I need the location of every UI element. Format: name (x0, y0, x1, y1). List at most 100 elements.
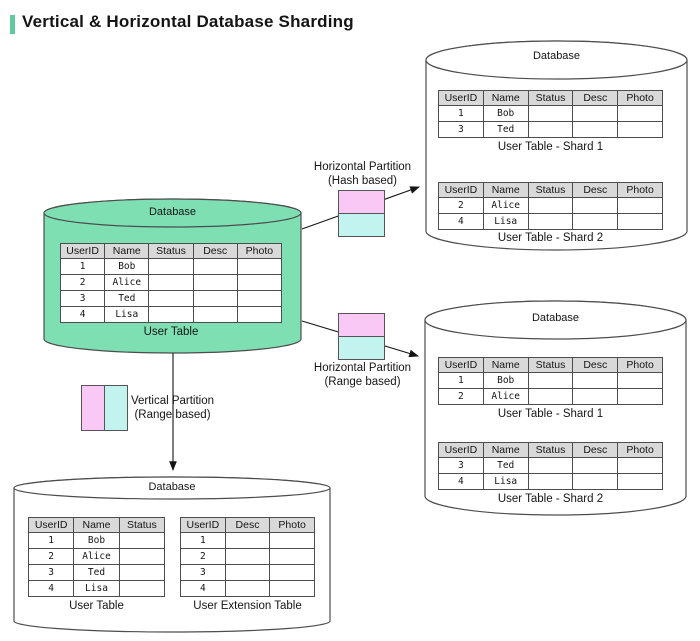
table-cell (617, 388, 663, 405)
column-header: UserID (180, 517, 226, 533)
column-header: Name (104, 243, 150, 259)
table-cell (118, 548, 166, 565)
column-header: UserID (438, 442, 484, 458)
hash-shard1-caption: User Table - Shard 1 (497, 141, 604, 153)
table-cell: 1 (180, 532, 226, 549)
hash-partition-label-line1: Horizontal Partition (313, 161, 412, 173)
table-cell: 1 (438, 372, 484, 389)
range-partition-bottom-block (339, 337, 384, 359)
column-header: Name (482, 357, 529, 373)
table-cell: 4 (438, 473, 484, 490)
column-header: Name (482, 90, 529, 106)
table-cell (527, 213, 574, 230)
table-cell (572, 121, 619, 138)
table-cell (236, 274, 283, 291)
range-database-label: Database (531, 312, 580, 324)
table-row: 4 (180, 580, 315, 597)
bottom-user-table-caption: User Table (69, 600, 124, 612)
table-cell: Bob (73, 532, 120, 549)
table-cell: Bob (482, 105, 529, 122)
column-header: Photo (617, 357, 663, 373)
column-header: Desc (572, 182, 619, 198)
table-cell (192, 290, 238, 307)
range-partition-top-block (339, 314, 384, 337)
table-cell (118, 532, 166, 549)
table-cell (224, 564, 271, 581)
table-cell: Lisa (104, 306, 150, 323)
hash-partition-bottom-block (339, 214, 384, 236)
column-header: Name (73, 517, 120, 533)
table-cell: 4 (180, 580, 226, 597)
column-header: Desc (192, 243, 238, 259)
table-cell (148, 290, 194, 307)
table-cell: Alice (482, 388, 529, 405)
vertical-partition-right-block (105, 386, 127, 430)
vertical-partition-icon (81, 385, 128, 431)
column-header: Desc (572, 442, 619, 458)
column-header: Status (527, 357, 574, 373)
table-row: 2 (180, 548, 315, 565)
vertical-partition-label-line1: Vertical Partition (130, 395, 215, 407)
main-database-label: Database (148, 206, 197, 218)
range-shard2-caption: User Table - Shard 2 (497, 493, 604, 505)
column-header: UserID (27, 517, 75, 533)
range-partition-label: Horizontal Partition (Range based) (290, 362, 435, 389)
table-cell (192, 258, 238, 275)
page-title: Vertical & Horizontal Database Sharding (22, 12, 354, 31)
table-cell (527, 121, 574, 138)
column-header: Status (527, 90, 574, 106)
hash-partition-top-block (339, 191, 384, 214)
table-cell (617, 197, 663, 214)
table-cell (617, 457, 663, 474)
table-cell (118, 564, 166, 581)
column-header: Status (118, 517, 166, 533)
column-header: Photo (236, 243, 283, 259)
table-cell: Ted (482, 457, 529, 474)
table-cell (269, 580, 315, 597)
column-header: Status (527, 442, 574, 458)
table-cell: Ted (104, 290, 150, 307)
table-cell (224, 580, 271, 597)
vertical-partition-label-line2: (Range based) (134, 408, 211, 421)
table-cell (224, 532, 271, 549)
table-cell (572, 388, 619, 405)
table-cell (269, 532, 315, 549)
table-cell: 2 (27, 548, 75, 565)
column-header: UserID (438, 90, 484, 106)
range-partition-icon (338, 313, 385, 360)
column-header: Name (482, 182, 529, 198)
table-cell (527, 197, 574, 214)
column-header: Desc (572, 357, 619, 373)
table-cell (192, 274, 238, 291)
table-cell (236, 290, 283, 307)
range-shard1-caption: User Table - Shard 1 (497, 408, 604, 420)
main-user-table-caption: User Table (143, 326, 199, 338)
table-cell (269, 548, 315, 565)
table-cell: 1 (59, 258, 106, 275)
table-cell: 2 (438, 388, 484, 405)
vertical-partition-left-block (82, 386, 105, 430)
table-cell (148, 274, 194, 291)
